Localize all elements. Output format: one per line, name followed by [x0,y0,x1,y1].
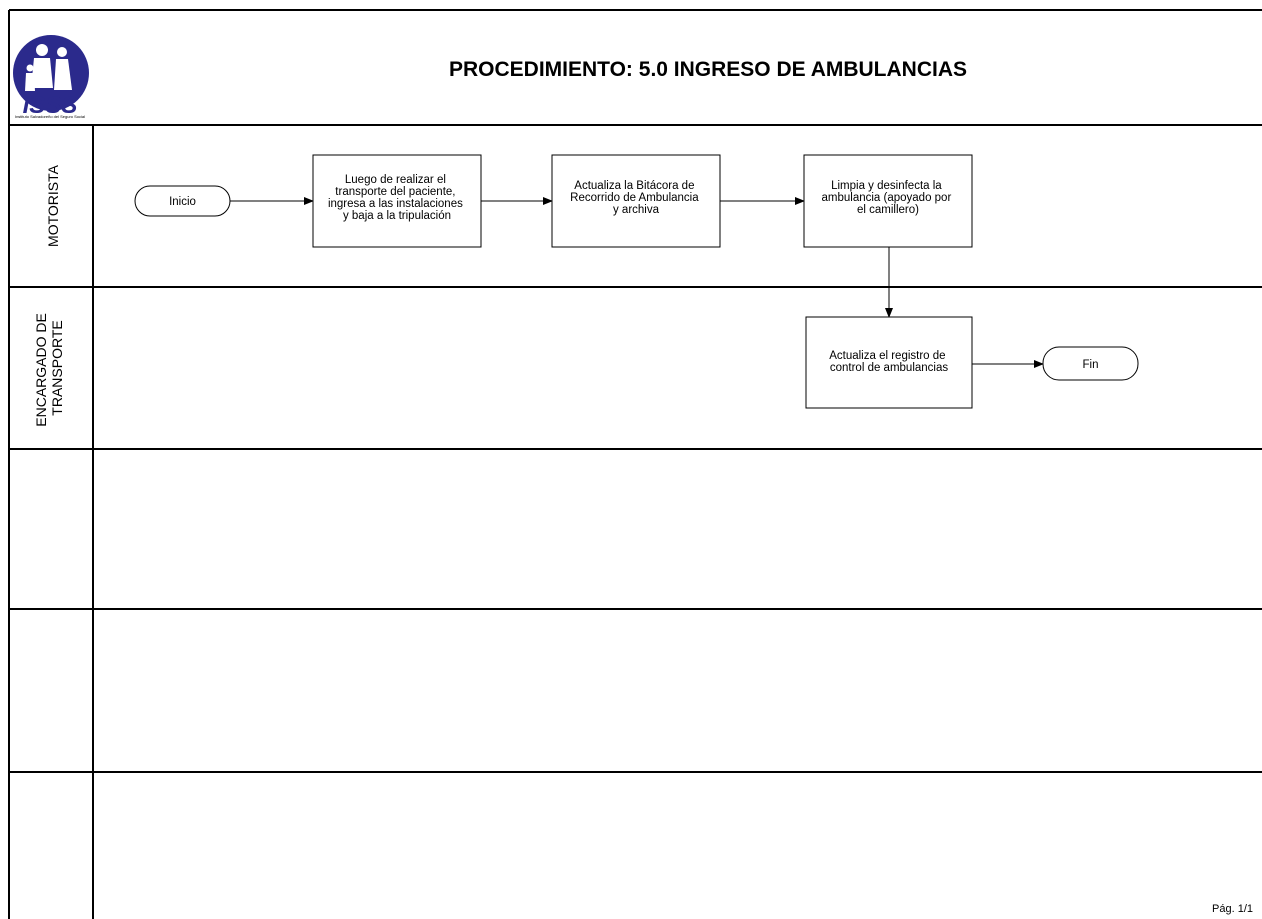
process-step-1: Luego de realizar el transporte del paci… [312,154,482,248]
node-label: Actualiza el registro de control de ambu… [829,350,949,374]
terminator-inicio: Inicio [134,185,231,217]
flow-edges [230,197,1044,368]
lane-separators [9,286,1262,773]
logo-acronym: ISSS [23,92,78,119]
node-label: Actualiza la Bitácora de Recorrido de Am… [570,180,702,216]
node-label: Inicio [169,196,196,208]
page-title: PROCEDIMIENTO: 5.0 INGRESO DE AMBULANCIA… [449,58,967,81]
terminator-fin: Fin [1042,346,1139,381]
node-label: Limpia y desinfecta la ambulancia (apoya… [822,180,955,216]
process-step-2: Actualiza la Bitácora de Recorrido de Am… [551,154,721,248]
node-label: Fin [1083,359,1099,371]
process-step-4: Actualiza el registro de control de ambu… [805,316,973,409]
node-label: Luego de realizar el transporte del paci… [328,174,466,222]
lane-label-encargado: ENCARGADO DE TRANSPORTE [33,309,65,426]
page-number: Pág. 1/1 [1212,903,1253,915]
logo-org-name: Instituto Salvadoreño del Seguro Social [15,114,85,119]
lane-label-motorista: MOTORISTA [45,164,61,247]
diagram-frame [8,9,1262,919]
isss-logo: ISSS Instituto Salvadoreño del Seguro So… [13,35,89,119]
process-step-3: Limpia y desinfecta la ambulancia (apoya… [803,154,973,248]
logo-figures-icon [25,44,72,91]
